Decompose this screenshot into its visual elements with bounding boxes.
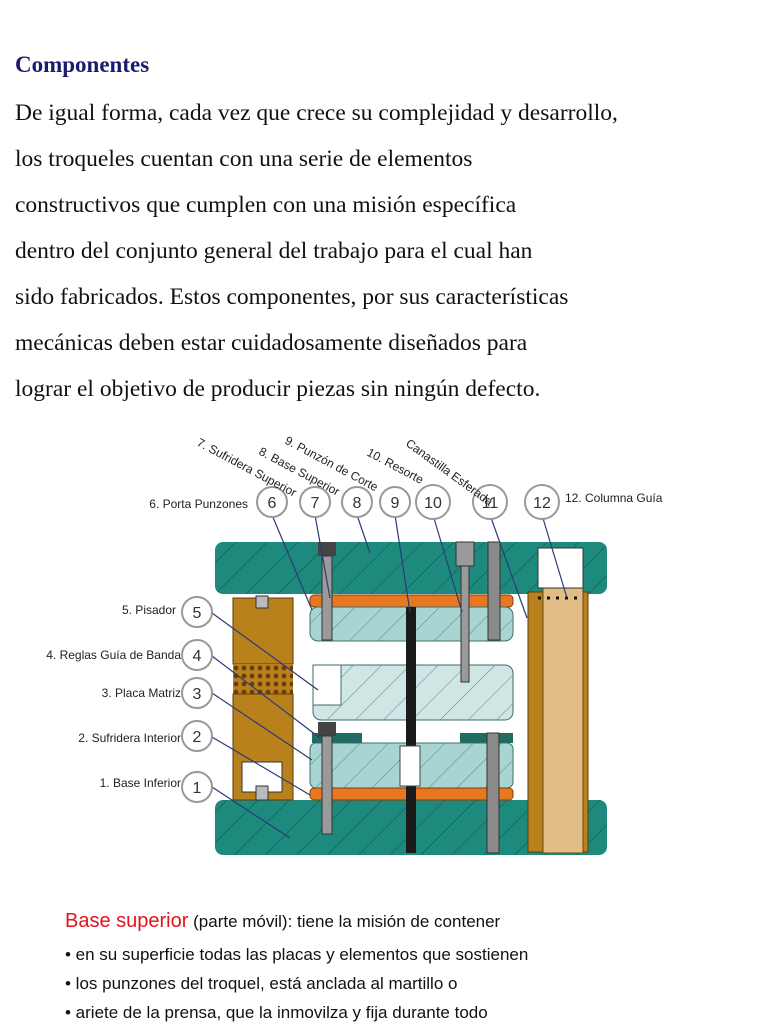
label-base-inferior: 1. Base Inferior: [100, 776, 181, 790]
cutting-punch: [406, 607, 416, 853]
strip-guide-left: [312, 733, 362, 743]
lower-bolt: [318, 722, 336, 835]
paragraph-line: constructivos que cumplen con una misión…: [15, 192, 517, 218]
paragraph-line: lograr el objetivo de producir piezas si…: [15, 376, 541, 402]
paragraph-line: mecánicas deben estar cuidadosamente dis…: [15, 330, 528, 356]
label-columna-guia: 12. Columna Guía: [565, 491, 663, 505]
paragraph-line: los troqueles cuentan con una serie de e…: [15, 146, 473, 172]
upper-backing-plate: [309, 594, 514, 608]
section-heading: Componentes: [15, 52, 150, 77]
paragraph-line: De igual forma, cada vez que crece su co…: [15, 100, 618, 126]
callout-circles: [181, 484, 560, 803]
base-superior-title: Base superior: [65, 910, 189, 932]
label-pisador: 5. Pisador: [122, 603, 176, 617]
callout-number: 10: [424, 495, 442, 512]
callout-number: 12: [533, 495, 551, 512]
label-placa-matriz: 3. Placa Matriz: [102, 686, 181, 700]
guide-pin-right: [455, 541, 501, 854]
callout-number: 3: [193, 686, 202, 703]
callout-number: 11: [482, 495, 499, 512]
callout-number: 2: [193, 729, 202, 746]
upper-bolt: [318, 542, 336, 641]
callout-number: 9: [391, 495, 400, 512]
label-porta-punzones: 6. Porta Punzones: [149, 497, 248, 511]
label-reglas-guia: 4. Reglas Guía de Banda: [46, 648, 181, 662]
upper-base: [215, 542, 607, 594]
label-sufridera-interior: 2. Sufridera Interior: [78, 731, 181, 745]
callout-number: 1: [193, 780, 202, 797]
guide-column: [527, 547, 589, 854]
callout-number: 8: [353, 495, 362, 512]
die-components-diagram: 1 2 3 4 5 6 7 8 9 10 11 12 1. Base Infer…: [46, 433, 663, 855]
bullet-line: • ariete de la prensa, que la inmovilza …: [65, 1003, 488, 1022]
callout-number: 4: [193, 648, 202, 665]
callout-number: 7: [311, 495, 320, 512]
bullet-line: • los punzones del troquel, está anclada…: [65, 974, 458, 993]
paragraph-line: dentro del conjunto general del trabajo …: [15, 238, 533, 264]
paragraph-line: sido fabricados. Estos componentes, por …: [15, 284, 569, 310]
callout-number: 6: [268, 495, 277, 512]
leader-lines: [211, 514, 568, 839]
left-guide-block: [232, 595, 294, 801]
callout-number: 5: [193, 605, 202, 622]
die-opening: [399, 745, 421, 787]
bullet-line: • en su superficie todas las placas y el…: [65, 945, 529, 964]
base-superior-rest: (parte móvil): tiene la misión de conten…: [188, 912, 501, 931]
base-superior-line: Base superior (parte móvil): tiene la mi…: [65, 910, 500, 933]
